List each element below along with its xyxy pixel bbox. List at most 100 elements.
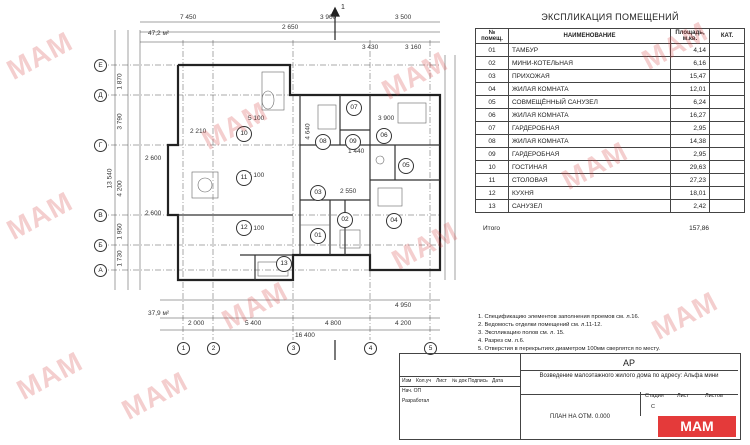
dim-bottom-total: 16 400 xyxy=(295,332,315,339)
dim-top-5: 3 900 xyxy=(320,14,337,21)
cell-area: 2,42 xyxy=(670,199,710,213)
table-header-row: № помещ. НАИМЕНОВАНИЕ Площадь, м.кв. КАТ… xyxy=(475,28,745,44)
drawing-notes: 1. Спецификацию элементов заполнения про… xyxy=(478,313,748,353)
hdr-sign: Подпись xyxy=(468,378,488,384)
stage-label: Стадия xyxy=(645,393,664,399)
stage-value: С xyxy=(651,404,655,410)
col-category: КАТ. xyxy=(709,28,745,44)
role-developer: Разработал xyxy=(402,398,430,404)
cell-cat xyxy=(709,186,745,200)
room-number-02: 02 xyxy=(337,212,353,228)
cell-cat xyxy=(709,199,745,213)
axis-marker-3: 3 xyxy=(287,342,300,355)
room-dim-1: 5 100 xyxy=(248,115,265,122)
dim-left-2: 3 790 xyxy=(116,113,124,130)
cell-name: ГАРДЕРОБНАЯ xyxy=(508,121,671,135)
floor-plan: Е Д Г В Б А 1 2 3 4 5 1 7 450 2 650 3 43… xyxy=(94,4,456,360)
cell-cat xyxy=(709,95,745,109)
stage-box: Стадия Лист Листов С xyxy=(640,392,739,416)
dim-top-2: 2 650 xyxy=(282,24,299,31)
axis-marker-1: 1 xyxy=(177,342,190,355)
dim-area-top: 47,2 м² xyxy=(148,30,170,37)
room-number-12: 12 xyxy=(236,220,252,236)
axis-marker-2: 2 xyxy=(207,342,220,355)
axis-marker-a: А xyxy=(94,264,107,277)
col-area: Площадь, м.кв. xyxy=(670,28,710,44)
document-code: АР xyxy=(520,356,738,371)
axis-marker-5: 5 xyxy=(424,342,437,355)
room-dim-5: 3 900 xyxy=(378,115,395,122)
cell-area: 14,38 xyxy=(670,134,710,148)
cell-cat xyxy=(709,56,745,70)
dim-bottom-5: 4 950 xyxy=(395,302,412,309)
note-line: 1. Спецификацию элементов заполнения про… xyxy=(478,314,640,320)
cell-area: 2,95 xyxy=(670,147,710,161)
total-label: Итого xyxy=(483,225,501,232)
dim-left-8: 1 730 xyxy=(116,250,124,267)
hdr-date: Дата xyxy=(492,378,504,384)
cell-cat xyxy=(709,82,745,96)
room-number-03: 03 xyxy=(310,185,326,201)
cell-area: 6,16 xyxy=(670,56,710,70)
cell-name: ЖИЛАЯ КОМНАТА xyxy=(508,108,671,122)
cell-cat xyxy=(709,69,745,83)
cell-cat xyxy=(709,173,745,187)
hdr-izm: Изм xyxy=(402,378,412,384)
dim-top-6: 3 500 xyxy=(395,14,412,21)
room-number-07: 07 xyxy=(346,100,362,116)
room-number-08: 08 xyxy=(315,134,331,150)
col-number: № помещ. xyxy=(475,28,509,44)
explication-title: ЭКСПЛИКАЦИЯ ПОМЕЩЕНИЙ xyxy=(541,12,679,22)
dim-top-4: 3 160 xyxy=(405,44,422,51)
revision-header: Изм Кол.уч Лист № док Подпись Дата xyxy=(400,376,520,387)
room-dim-7: 2 550 xyxy=(340,188,357,195)
hdr-kolуч: Кол.уч xyxy=(416,378,431,384)
cell-cat xyxy=(709,121,745,135)
cell-no: 12 xyxy=(475,186,509,200)
dim-left-5: 2 600 xyxy=(145,155,162,162)
company-logo: МАМ xyxy=(658,416,736,437)
cell-name: ПРИХОЖАЯ xyxy=(508,69,671,83)
dim-bottom-1: 2 000 xyxy=(188,320,205,327)
note-line: 4. Разрез см. л.6. xyxy=(478,338,525,344)
cell-area: 4,14 xyxy=(670,43,710,57)
dim-left-7: 1 950 xyxy=(116,223,124,240)
note-line: 2. Ведомость отделки помещений см. л.11-… xyxy=(478,322,603,328)
room-number-09: 09 xyxy=(345,134,361,150)
cell-cat xyxy=(709,134,745,148)
cell-no: 01 xyxy=(475,43,509,57)
explication-table: № помещ. НАИМЕНОВАНИЕ Площадь, м.кв. КАТ… xyxy=(475,28,745,213)
cell-area: 6,24 xyxy=(670,95,710,109)
cell-no: 13 xyxy=(475,199,509,213)
cell-name: ЖИЛАЯ КОМНАТА xyxy=(508,82,671,96)
dim-top-1: 7 450 xyxy=(180,14,197,21)
hdr-list: Лист xyxy=(436,378,447,384)
dim-top-3: 3 430 xyxy=(362,44,379,51)
note-line: 3. Экспликацию полов см. л. 15. xyxy=(478,330,565,336)
cell-no: 05 xyxy=(475,95,509,109)
room-number-11: 11 xyxy=(236,170,252,186)
sheet-label: Лист xyxy=(677,393,689,399)
sheets-label: Листов xyxy=(705,393,723,399)
room-number-04: 04 xyxy=(386,213,402,229)
cell-name: ТАМБУР xyxy=(508,43,671,57)
cell-area: 12,01 xyxy=(670,82,710,96)
axis-marker-4: 4 xyxy=(364,342,377,355)
cell-no: 03 xyxy=(475,69,509,83)
dim-area-bottom: 37,9 м² xyxy=(148,310,170,317)
sheet-title: ПЛАН НА ОТМ. 0.000 xyxy=(550,414,610,420)
cell-area: 2,95 xyxy=(670,121,710,135)
dim-bottom-3: 4 800 xyxy=(325,320,342,327)
dim-left-1: 1 870 xyxy=(116,73,124,90)
cell-area: 29,63 xyxy=(670,160,710,174)
cell-no: 04 xyxy=(475,82,509,96)
total-value: 157,86 xyxy=(689,225,709,232)
dim-bottom-4: 4 200 xyxy=(395,320,412,327)
cell-area: 16,27 xyxy=(670,108,710,122)
